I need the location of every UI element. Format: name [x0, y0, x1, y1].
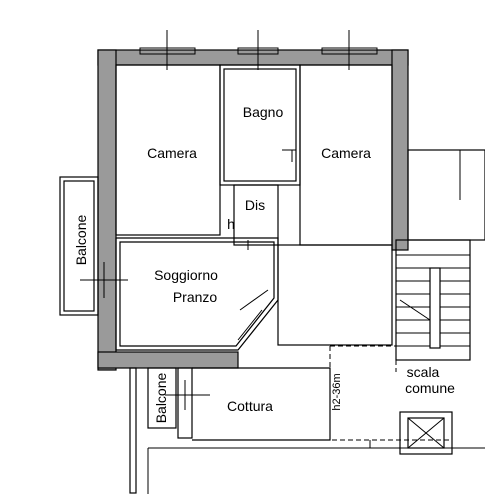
room-label-camera-left: Camera [147, 145, 197, 161]
room-label-camera-right: Camera [321, 145, 371, 161]
room-label-dis-height: h [227, 216, 235, 232]
label-scala: scala [407, 364, 440, 380]
windows-top [139, 30, 378, 70]
balcony-left [59, 176, 128, 316]
room-label-soggiorno: Soggiorno [154, 267, 218, 283]
elevator [399, 411, 453, 455]
common-staircase [395, 149, 485, 361]
interior-walls [115, 64, 393, 351]
room-label-balcone-bottom: Balcone [153, 372, 169, 423]
height-note: h2-36m [331, 373, 343, 410]
room-label-bagno: Bagno [243, 104, 284, 120]
room-label-cottura: Cottura [227, 398, 273, 414]
room-label-balcone-left: Balcone [73, 214, 89, 265]
room-label-dis: Dis [245, 197, 265, 213]
label-comune: comune [405, 380, 455, 396]
room-label-pranzo: Pranzo [173, 289, 218, 305]
fixtures [247, 149, 371, 448]
